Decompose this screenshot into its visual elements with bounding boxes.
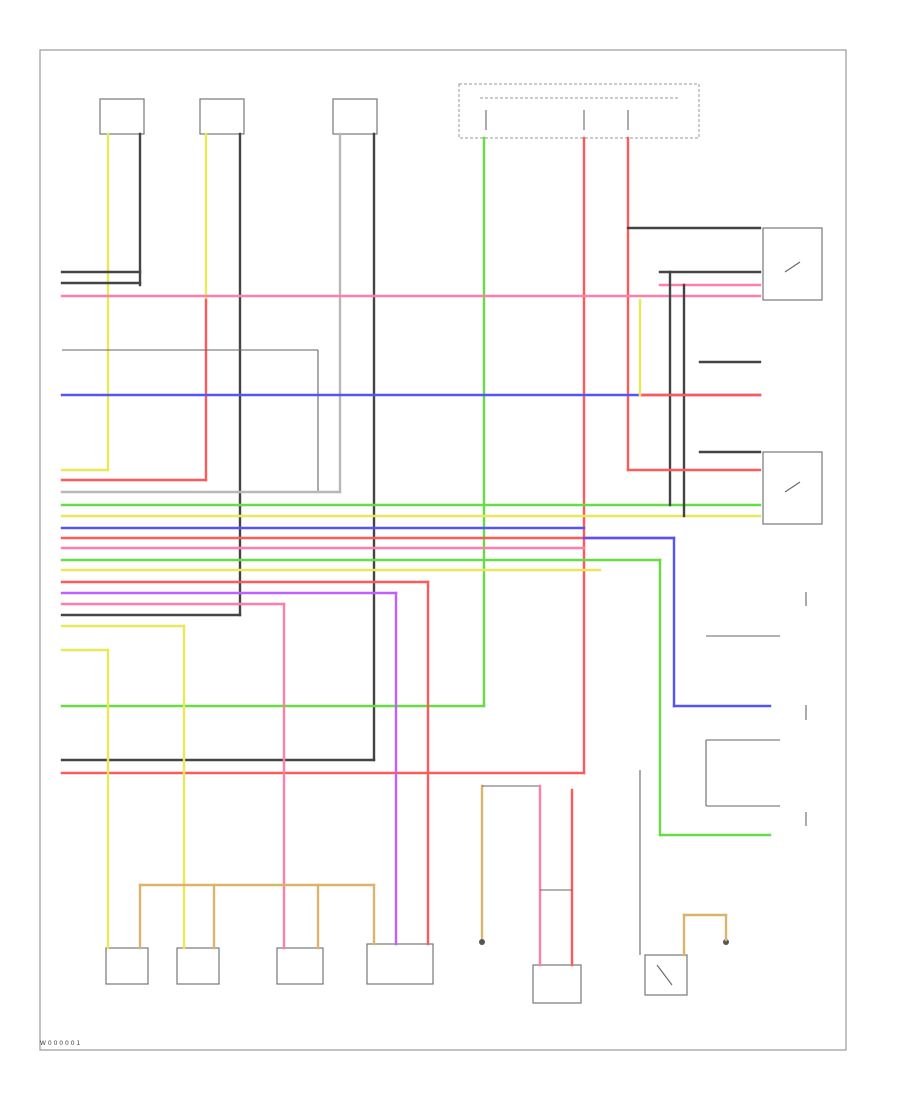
relay-2	[762, 451, 823, 525]
connector-6	[644, 954, 688, 996]
relay-1	[762, 227, 823, 301]
wires-center-lower	[479, 784, 574, 967]
connector-5	[532, 964, 582, 1004]
wires-horizontal	[60, 270, 762, 775]
sensor-top-3	[332, 98, 378, 135]
wires-vertical	[106, 132, 630, 775]
wires-to-bottom	[106, 580, 430, 950]
page-id: W 0 0 0 0 0 1	[40, 1040, 81, 1047]
connector-4	[366, 943, 434, 985]
sensor-top-2	[199, 98, 245, 135]
connector-7	[723, 939, 729, 945]
fuse-box	[458, 83, 700, 139]
sensor-top-1	[99, 98, 145, 135]
connector-1	[105, 947, 149, 985]
wires-right	[626, 226, 780, 957]
connector-3	[276, 947, 324, 985]
diagram-frame	[39, 49, 847, 1051]
connector-2	[176, 947, 220, 985]
